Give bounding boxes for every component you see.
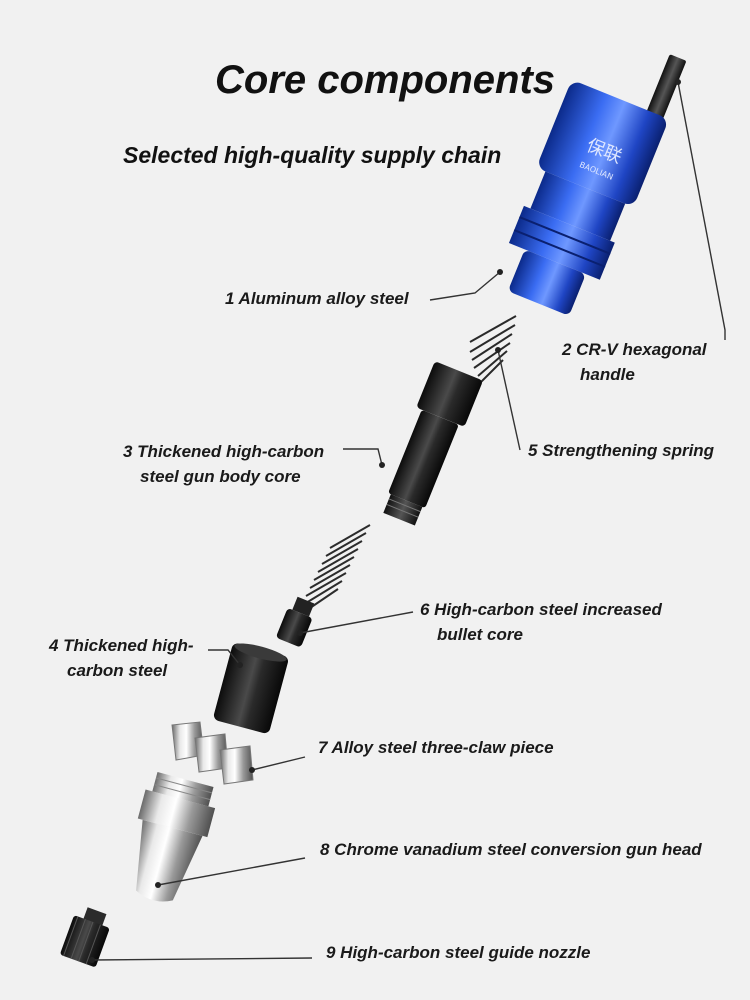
label-component-3-line-1: 3 Thickened high-carbon <box>123 439 324 464</box>
strengthening-spring <box>470 316 516 383</box>
chrome-gun-head <box>118 770 220 909</box>
bullet-core <box>276 595 318 648</box>
label-component-8-line-1: 8 Chrome vanadium steel conversion gun h… <box>320 837 702 862</box>
label-component-5: 5 Strengthening spring <box>528 438 714 463</box>
label-component-1: 1 Aluminum alloy steel <box>225 286 409 311</box>
aluminum-body: 保联 BAOLIAN <box>489 80 669 323</box>
label-component-3: 3 Thickened high-carbon steel gun body c… <box>123 439 324 489</box>
label-component-9-line-1: 9 High-carbon steel guide nozzle <box>326 940 590 965</box>
leader-7 <box>252 757 305 770</box>
label-component-2-line-2: handle <box>562 362 707 387</box>
core-spring <box>306 525 370 608</box>
leader-6 <box>300 612 413 633</box>
label-component-2: 2 CR-V hexagonal handle <box>562 337 707 387</box>
label-component-5-line-1: 5 Strengthening spring <box>528 438 714 463</box>
label-component-9: 9 High-carbon steel guide nozzle <box>326 940 590 965</box>
label-component-6: 6 High-carbon steel increased bullet cor… <box>420 597 662 647</box>
page-subtitle: Selected high-quality supply chain <box>123 142 501 169</box>
guide-nozzle <box>60 904 114 968</box>
leader-5 <box>498 350 520 450</box>
leader-1 <box>430 272 500 300</box>
label-component-7-line-1: 7 Alloy steel three-claw piece <box>318 735 554 760</box>
leader-3 <box>343 449 382 465</box>
label-component-4-line-1: 4 Thickened high- <box>49 633 194 658</box>
label-component-6-line-1: 6 High-carbon steel increased <box>420 597 662 622</box>
leader-2 <box>678 82 725 340</box>
label-component-4: 4 Thickened high- carbon steel <box>49 633 194 683</box>
label-component-1-line-1: 1 Aluminum alloy steel <box>225 286 409 311</box>
label-component-4-line-2: carbon steel <box>49 658 194 683</box>
gun-body-core <box>375 361 483 529</box>
leader-9 <box>92 958 312 960</box>
label-component-7: 7 Alloy steel three-claw piece <box>318 735 554 760</box>
three-claw-pieces <box>172 722 253 784</box>
label-component-8: 8 Chrome vanadium steel conversion gun h… <box>320 837 702 862</box>
label-component-2-line-1: 2 CR-V hexagonal <box>562 337 707 362</box>
label-component-6-line-2: bullet core <box>420 622 662 647</box>
page-title: Core components <box>215 58 555 103</box>
thickened-sleeve <box>213 639 291 734</box>
label-component-3-line-2: steel gun body core <box>123 464 324 489</box>
